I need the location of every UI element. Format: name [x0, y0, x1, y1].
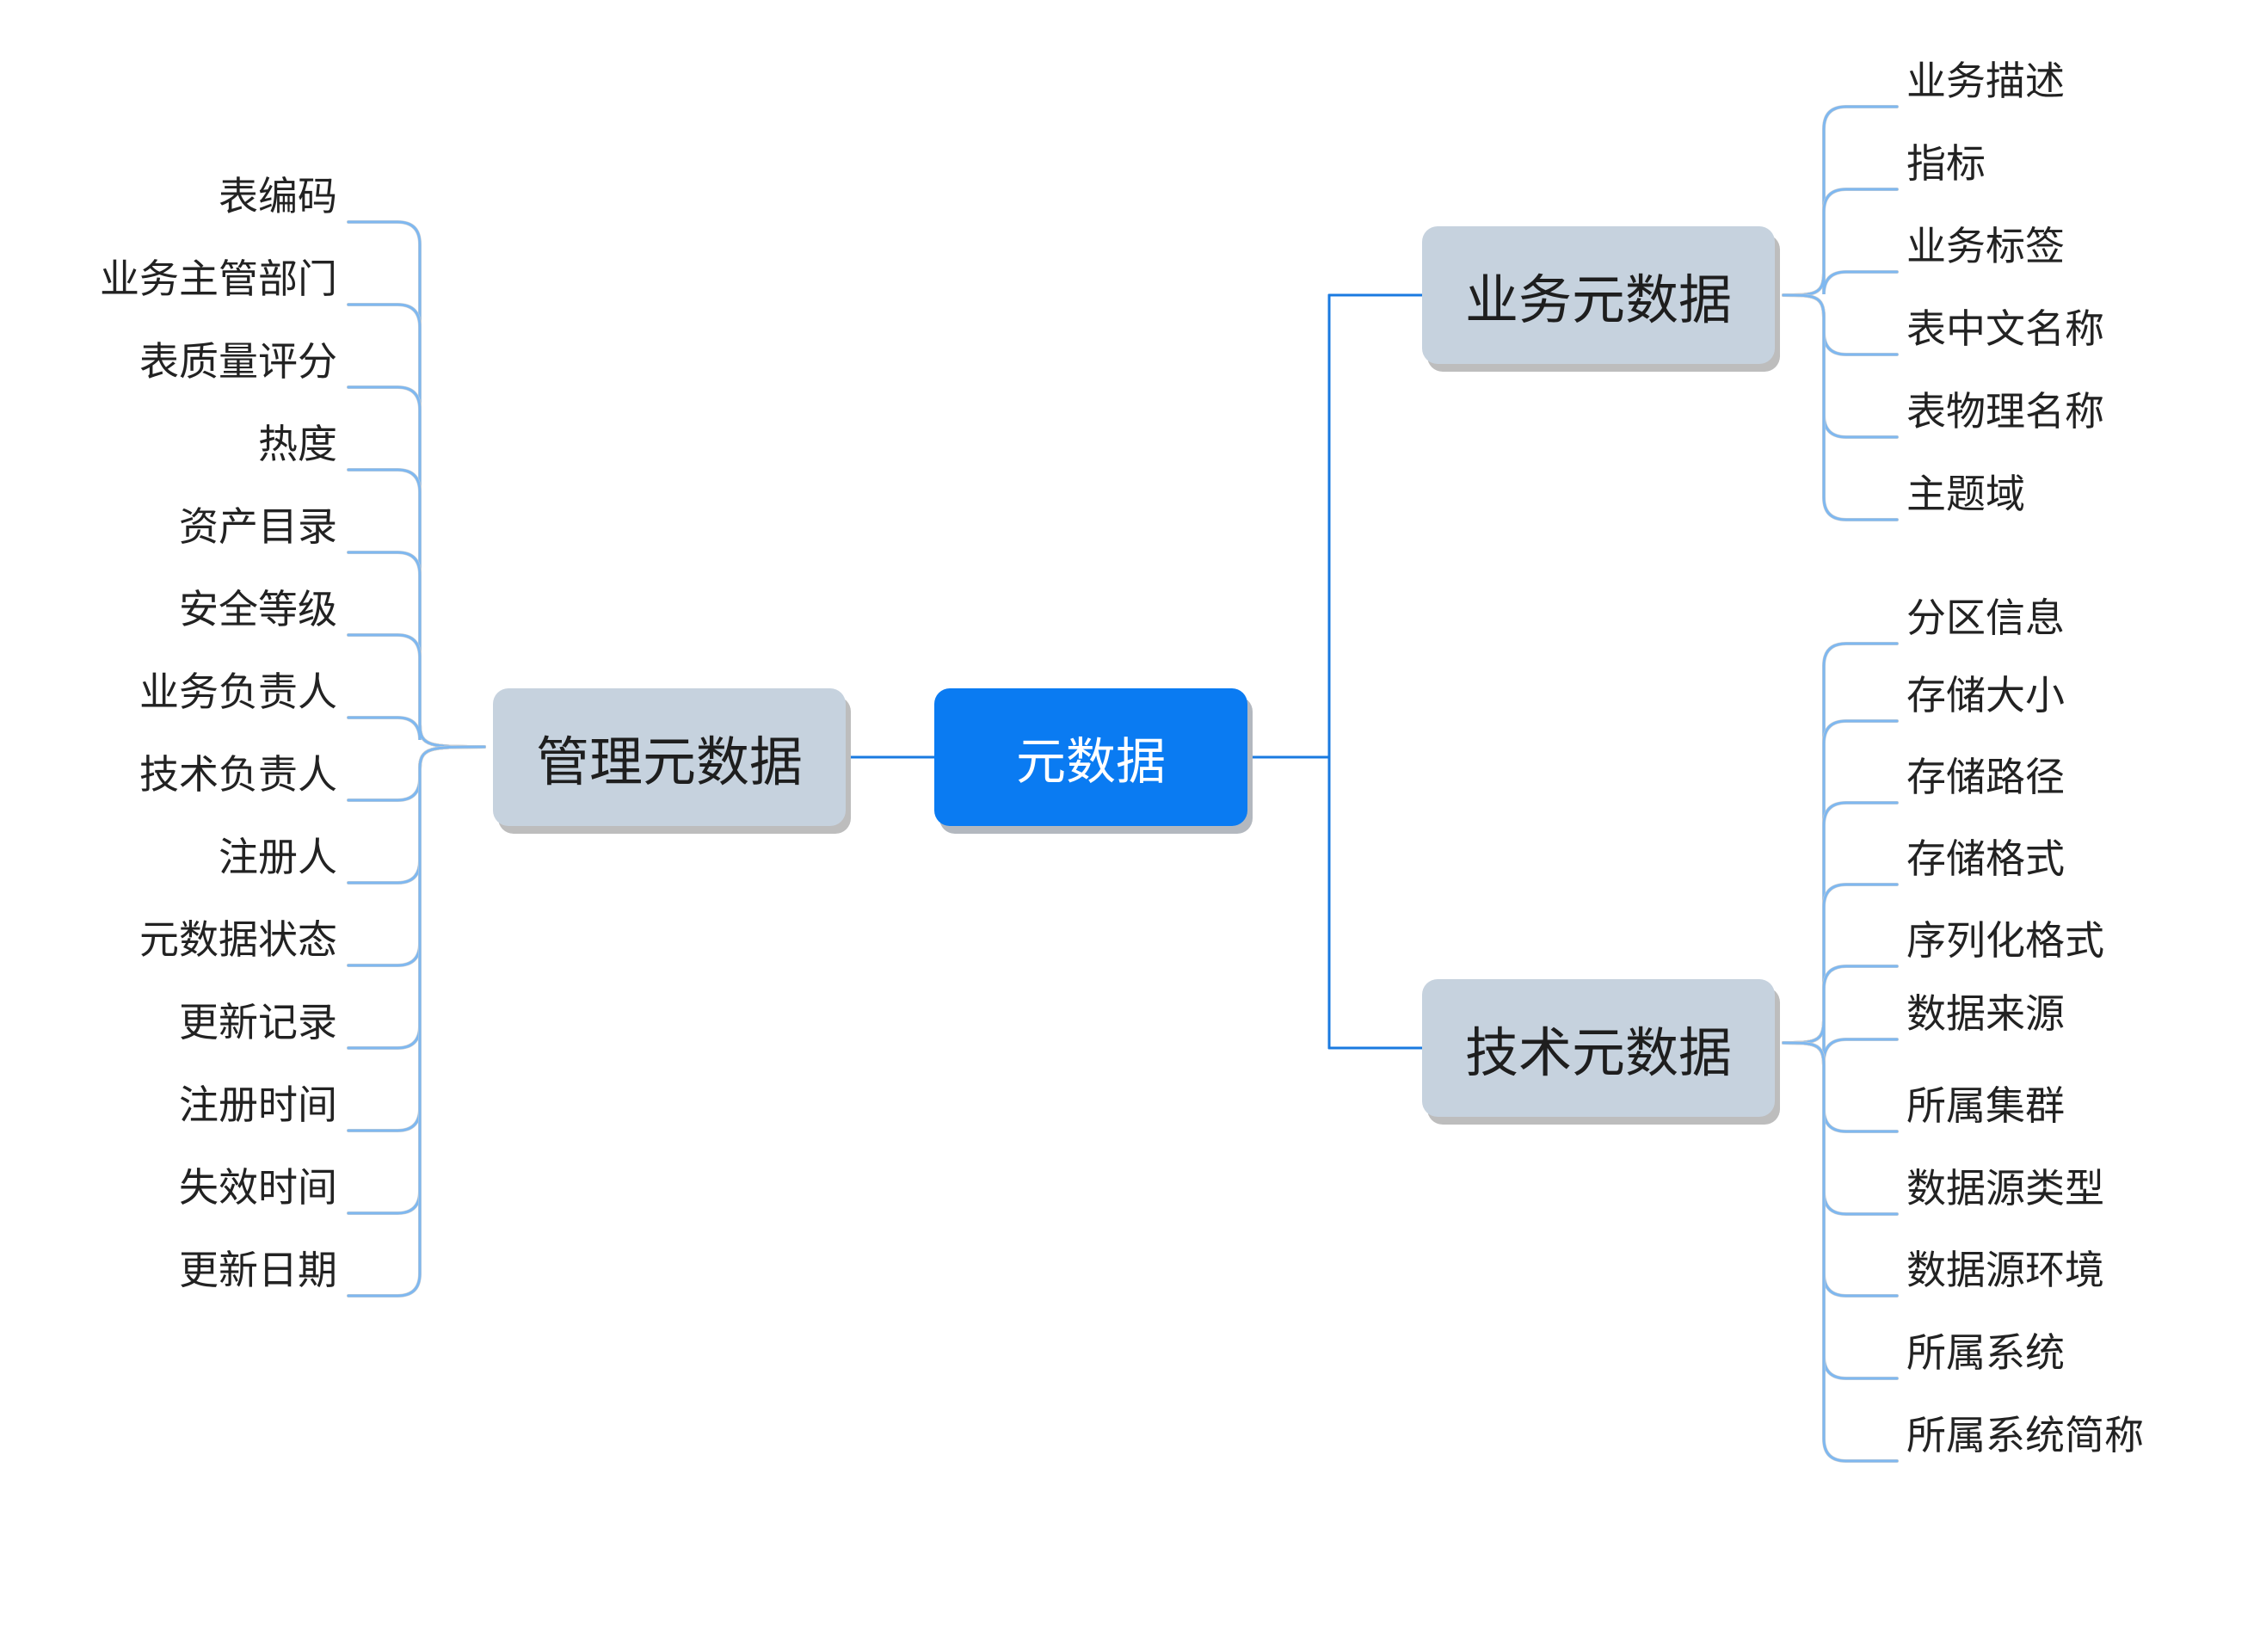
leaf-business-2[interactable]: 业务标签: [1906, 223, 2065, 269]
leaf-connector-shadow-business-5: [1782, 293, 1899, 521]
leaf-technical-9[interactable]: 所属系统: [1906, 1329, 2065, 1376]
leaf-connector-technical-10: [1782, 1041, 1899, 1463]
leaf-connector-shadow-management-1: [347, 303, 486, 749]
leaf-management-7[interactable]: 技术负责人: [139, 751, 337, 798]
leaf-connector-business-5: [1782, 293, 1899, 521]
leaf-connector-business-1: [1782, 188, 1899, 297]
leaf-connector-shadow-management-0: [347, 220, 486, 749]
leaf-connector-management-1: [347, 303, 486, 749]
leaf-connector-management-8: [347, 745, 486, 885]
leaf-management-12[interactable]: 失效时间: [179, 1164, 337, 1211]
leaf-business-4[interactable]: 表物理名称: [1906, 388, 2104, 435]
leaf-connector-shadow-management-12: [347, 745, 486, 1215]
leaf-business-1[interactable]: 指标: [1906, 140, 1986, 187]
leaf-connector-technical-4: [1782, 965, 1899, 1045]
root-node[interactable]: 元数据: [934, 688, 1247, 826]
leaf-connector-business-3: [1782, 293, 1899, 356]
leaf-connector-business-2: [1782, 270, 1899, 297]
leaf-management-13[interactable]: 更新日期: [179, 1247, 337, 1293]
leaf-connector-management-3: [347, 468, 486, 749]
leaf-connector-management-9: [347, 745, 486, 967]
leaf-connector-shadow-technical-6: [1782, 1041, 1899, 1133]
leaf-connector-shadow-management-2: [347, 385, 486, 749]
branch-label-technical: 技术元数据: [1464, 1021, 1732, 1084]
leaf-management-2[interactable]: 表质量评分: [139, 338, 337, 385]
leaf-connector-management-13: [347, 745, 486, 1298]
leaf-management-9[interactable]: 元数据状态: [139, 916, 337, 963]
leaf-technical-5[interactable]: 数据来源: [1906, 990, 2065, 1037]
leaf-connector-technical-2: [1782, 801, 1899, 1045]
leaf-connector-shadow-business-1: [1782, 188, 1899, 297]
leaf-technical-6[interactable]: 所属集群: [1906, 1082, 2065, 1129]
leaf-technical-4[interactable]: 序列化格式: [1906, 917, 2104, 964]
leaf-connector-business-4: [1782, 293, 1899, 439]
leaf-connector-shadow-management-11: [347, 745, 486, 1132]
leaf-management-3[interactable]: 热度: [258, 421, 337, 467]
branch-label-business: 业务元数据: [1464, 268, 1732, 331]
leaf-management-5[interactable]: 安全等级: [179, 586, 337, 632]
leaf-technical-1[interactable]: 存储大小: [1906, 672, 2065, 718]
leaf-connector-shadow-technical-7: [1782, 1041, 1899, 1216]
leaf-management-8[interactable]: 注册人: [219, 834, 337, 880]
leaf-connector-shadow-management-5: [347, 633, 486, 749]
leaf-connector-shadow-management-9: [347, 745, 486, 967]
branch-node-technical[interactable]: 技术元数据: [1422, 979, 1775, 1117]
leaf-connector-technical-7: [1782, 1041, 1899, 1216]
leaf-connector-management-5: [347, 633, 486, 749]
leaf-business-0[interactable]: 业务描述: [1906, 58, 2065, 104]
leaf-connector-management-11: [347, 745, 486, 1132]
leaf-connector-shadow-management-8: [347, 745, 486, 885]
branch-node-management[interactable]: 管理元数据: [493, 688, 846, 826]
leaf-management-11[interactable]: 注册时间: [179, 1082, 337, 1128]
leaf-connector-shadow-technical-3: [1782, 883, 1899, 1045]
leaf-connector-technical-8: [1782, 1041, 1899, 1298]
leaf-connector-management-12: [347, 745, 486, 1215]
leaf-connector-shadow-technical-8: [1782, 1041, 1899, 1298]
leaf-connector-shadow-technical-1: [1782, 719, 1899, 1045]
leaf-connector-shadow-business-0: [1782, 105, 1899, 297]
leaf-connector-management-0: [347, 220, 486, 749]
leaf-connector-shadow-technical-2: [1782, 801, 1899, 1045]
leaf-management-4[interactable]: 资产目录: [179, 503, 337, 550]
leaf-connector-shadow-technical-4: [1782, 965, 1899, 1045]
leaf-connector-shadow-technical-10: [1782, 1041, 1899, 1463]
leaf-connector-technical-3: [1782, 883, 1899, 1045]
leaf-management-0[interactable]: 表编码: [219, 173, 337, 219]
leaf-connector-technical-6: [1782, 1041, 1899, 1133]
branch-label-management: 管理元数据: [535, 730, 803, 793]
leaf-connector-technical-0: [1782, 642, 1899, 1045]
leaf-connector-management-6: [347, 716, 486, 749]
leaf-connector-technical-1: [1782, 719, 1899, 1045]
root-label: 元数据: [1015, 732, 1166, 791]
leaf-management-6[interactable]: 业务负责人: [139, 669, 337, 715]
leaf-connector-technical-9: [1782, 1041, 1899, 1380]
leaf-connector-management-2: [347, 385, 486, 749]
leaf-technical-0[interactable]: 分区信息: [1906, 595, 2065, 641]
leaf-technical-3[interactable]: 存储格式: [1906, 835, 2065, 882]
leaf-connector-shadow-business-4: [1782, 293, 1899, 439]
leaf-connector-shadow-business-3: [1782, 293, 1899, 356]
leaf-connector-shadow-management-3: [347, 468, 486, 749]
leaf-connector-business-0: [1782, 105, 1899, 297]
leaf-connector-shadow-technical-0: [1782, 642, 1899, 1045]
leaf-business-3[interactable]: 表中文名称: [1906, 305, 2104, 352]
leaf-management-10[interactable]: 更新记录: [179, 999, 337, 1045]
leaf-management-1[interactable]: 业务主管部门: [100, 256, 337, 302]
leaf-connector-shadow-management-6: [347, 716, 486, 749]
leaf-connector-management-7: [347, 745, 486, 802]
leaf-business-5[interactable]: 主题域: [1906, 471, 2025, 517]
branch-node-business[interactable]: 业务元数据: [1422, 226, 1775, 364]
leaf-technical-8[interactable]: 数据源环境: [1906, 1247, 2104, 1293]
leaf-technical-10[interactable]: 所属系统简称: [1906, 1412, 2144, 1458]
leaf-technical-2[interactable]: 存储路径: [1906, 754, 2065, 800]
leaf-connector-shadow-business-2: [1782, 270, 1899, 297]
leaf-connector-shadow-technical-9: [1782, 1041, 1899, 1380]
leaf-technical-7[interactable]: 数据源类型: [1906, 1165, 2104, 1211]
